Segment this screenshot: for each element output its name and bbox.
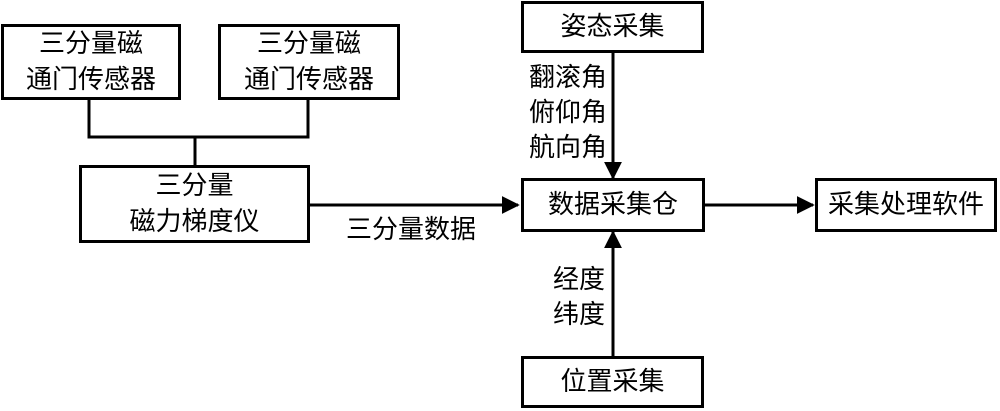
three-component-data-label: 三分量数据 [346, 215, 477, 245]
attitude-label: 姿态采集 [560, 12, 665, 42]
daq-box: 数据采集仓 [521, 178, 705, 232]
attitude-box: 姿态采集 [521, 1, 704, 53]
roll-angle-label: 翻滚角 [529, 63, 608, 93]
gradiometer-box: 三分量 磁力梯度仪 [79, 165, 310, 243]
sensor-right-box: 三分量磁 通门传感器 [218, 24, 400, 100]
sensor-merge-connector [87, 100, 310, 139]
software-box: 采集处理软件 [815, 178, 997, 232]
heading-angle-label: 航向角 [529, 133, 608, 163]
latitude-label: 纬度 [553, 300, 606, 330]
sensor-left-line1: 三分量磁 [38, 29, 143, 59]
sensor-left-box: 三分量磁 通门传感器 [1, 24, 181, 100]
sensor-left-line2: 通门传感器 [25, 65, 156, 95]
gradiometer-line2: 磁力梯度仪 [129, 207, 260, 237]
software-label: 采集处理软件 [827, 190, 984, 220]
position-label: 位置采集 [560, 367, 665, 397]
sensor-right-line2: 通门传感器 [243, 65, 374, 95]
longitude-label: 经度 [553, 265, 606, 295]
pitch-angle-label: 俯仰角 [529, 98, 608, 128]
daq-label: 数据采集仓 [547, 190, 678, 220]
sensor-right-line1: 三分量磁 [256, 29, 361, 59]
gradiometer-line1: 三分量 [155, 171, 234, 201]
position-box: 位置采集 [521, 356, 704, 408]
